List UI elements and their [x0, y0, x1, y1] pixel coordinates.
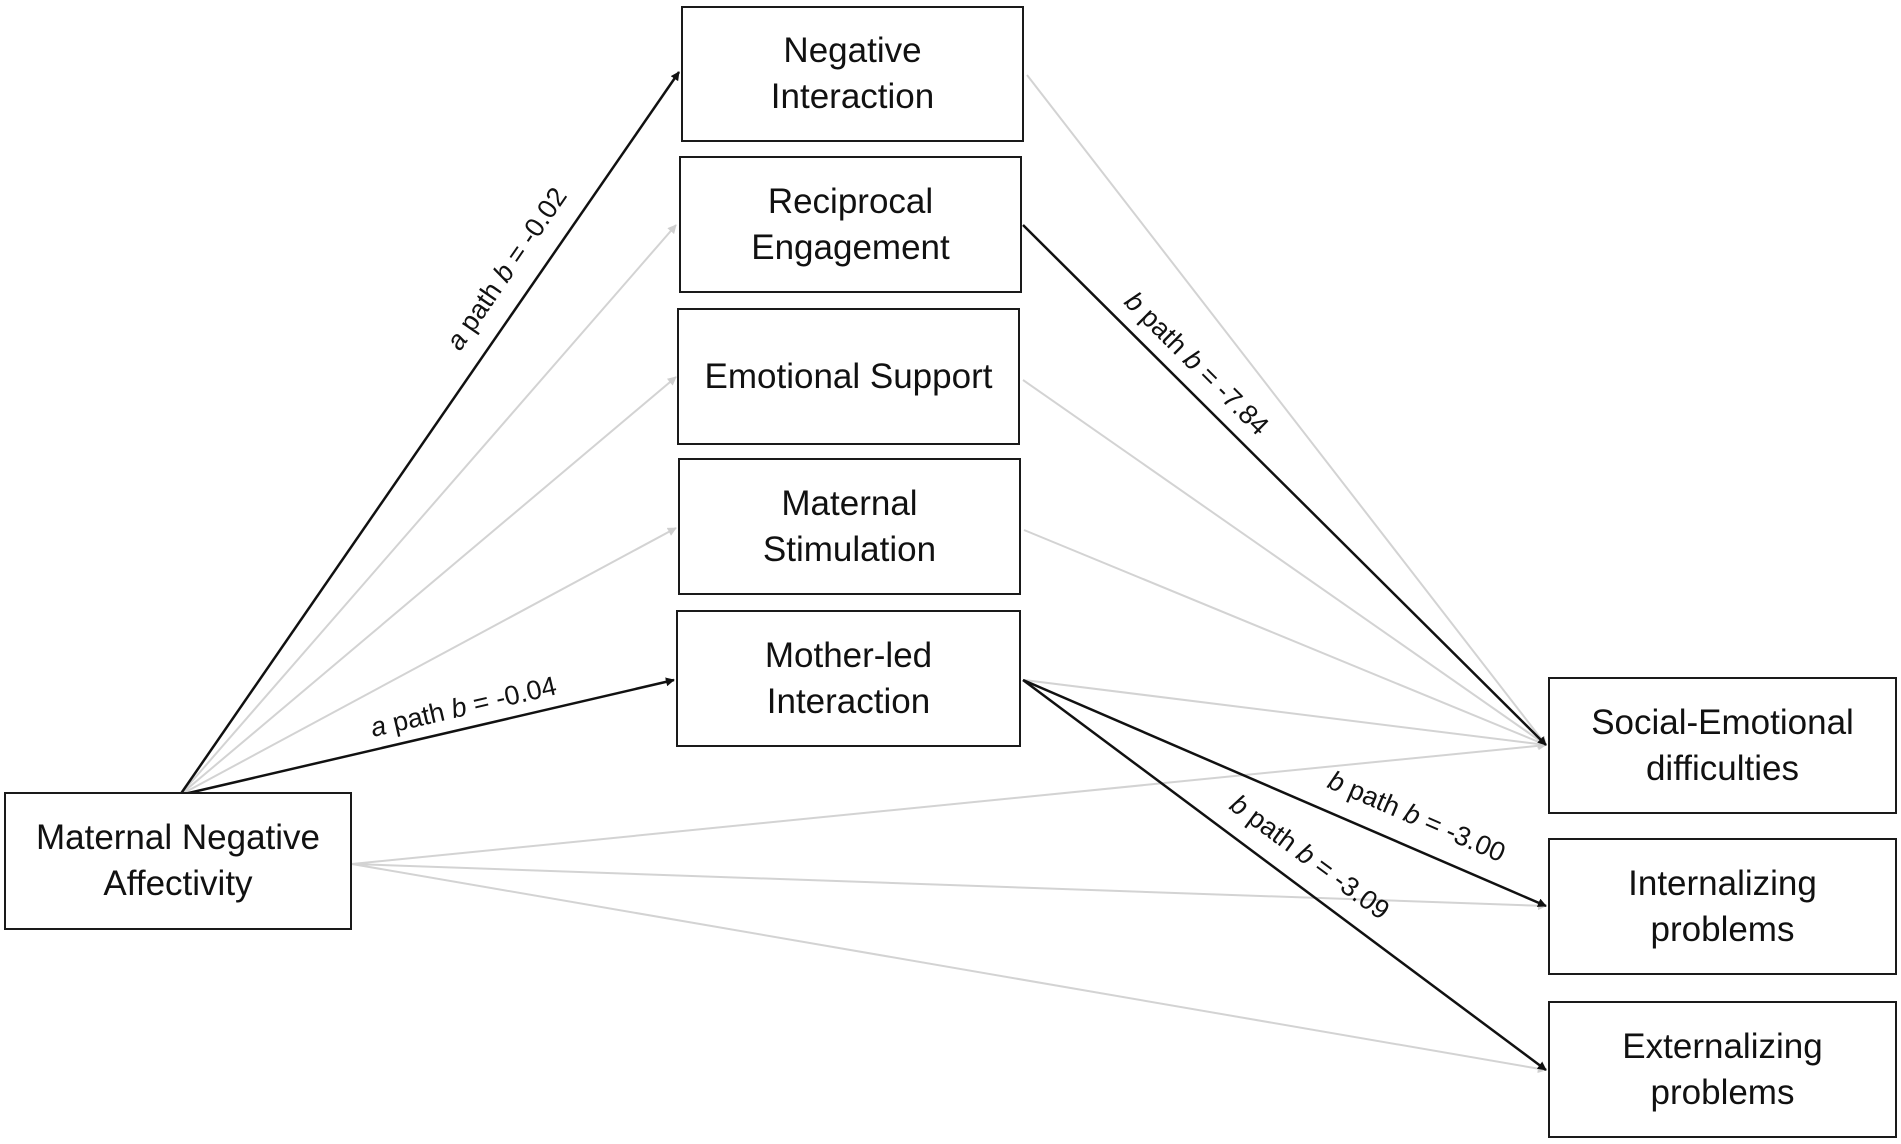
mediator-negative-interaction: Negative Interaction — [681, 6, 1024, 142]
arrow-predictor-to-mother-led — [179, 677, 675, 797]
outcome-label: Internalizing problems — [1628, 863, 1817, 949]
arrow-predictor-to-stimulation — [179, 527, 677, 796]
label-a-path-negative-interaction: a path b = -0.02 — [440, 182, 573, 355]
arrow-mother-led-to-internalizing — [1022, 678, 1547, 908]
arrow-negative-interaction-to-social-emotional — [1026, 74, 1547, 746]
predictor-label: Maternal Negative Affectivity — [35, 818, 321, 903]
outcome-label: Social-Emotional difficulties — [1591, 702, 1854, 788]
mediator-label: Maternal Stimulation — [762, 483, 937, 569]
arrow-predictor-to-emotional-support — [179, 376, 677, 796]
mediator-mother-led-interaction: Mother-led Interaction — [676, 610, 1021, 747]
arrow-reciprocal-to-social-emotional — [1022, 224, 1547, 746]
mediator-maternal-stimulation: Maternal Stimulation — [678, 458, 1021, 595]
arrow-mother-led-to-social-emotional — [1023, 679, 1547, 749]
arrow-predictor-to-social-emotional — [351, 741, 1547, 865]
arrow-mother-led-to-externalizing — [1022, 678, 1547, 1072]
predictor-maternal-negative-affectivity: Maternal Negative Affectivity — [4, 792, 352, 930]
label-b-path-internalizing: b path b = -3.00 — [1324, 765, 1510, 868]
mediator-label: Negative Interaction — [770, 31, 935, 116]
arrow-stimulation-to-social-emotional — [1023, 529, 1547, 747]
arrow-predictor-to-negative-interaction — [178, 71, 681, 796]
outcome-internalizing-problems: Internalizing problems — [1548, 838, 1897, 975]
arrow-predictor-to-reciprocal — [179, 224, 677, 796]
mediator-label: Reciprocal Engagement — [751, 181, 950, 267]
arrow-predictor-to-externalizing — [351, 863, 1547, 1074]
outcome-externalizing-problems: Externalizing problems — [1548, 1001, 1897, 1138]
label-a-path-mother-led: a path b = -0.04 — [368, 671, 560, 743]
outcome-social-emotional-difficulties: Social-Emotional difficulties — [1548, 677, 1897, 814]
mediator-label: Mother-led Interaction — [764, 635, 933, 721]
arrow-emotional-support-to-social-emotional — [1022, 379, 1547, 746]
mediator-label: Emotional Support — [704, 356, 993, 396]
arrow-predictor-to-internalizing — [351, 863, 1547, 911]
outcome-label: Externalizing problems — [1622, 1026, 1823, 1112]
mediator-reciprocal-engagement: Reciprocal Engagement — [679, 156, 1022, 293]
mediator-emotional-support: Emotional Support — [677, 308, 1020, 445]
